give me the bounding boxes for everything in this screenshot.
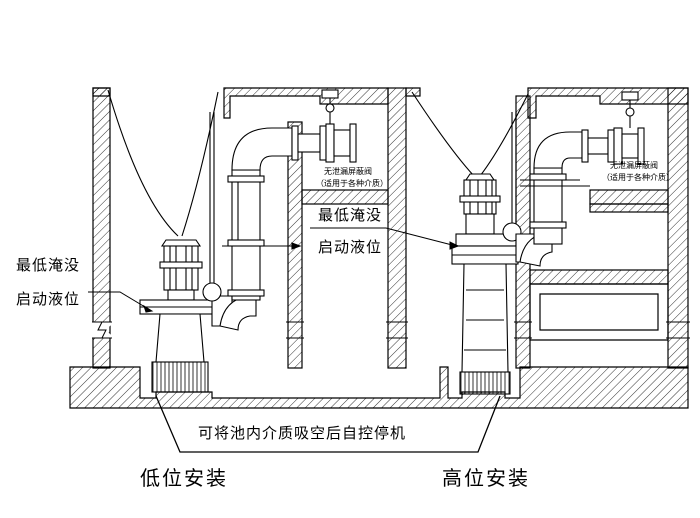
left-chain-a [107, 89, 179, 237]
right-valve-label-2: （适用于各种介质） [602, 173, 674, 182]
left-top-slab [92, 87, 389, 119]
bottom-note: 可将池内介质吸空后自控停机 [198, 424, 407, 442]
left-valve-label-2: （适用于各种介质） [316, 179, 388, 188]
break-marks [90, 321, 690, 339]
right-valve-floor-1 [589, 189, 669, 205]
caption-high-installation: 高位安装 [442, 466, 530, 490]
right-upper-slab [529, 269, 669, 285]
right-pump-assembly [411, 91, 645, 395]
right-mid-slab [589, 203, 669, 213]
bottom-callout-bracket [155, 395, 501, 453]
caption-low-installation: 低位安装 [140, 466, 228, 490]
center-wall [387, 87, 407, 369]
left-valve-floor [301, 189, 389, 205]
left-pump-assembly [107, 89, 357, 393]
right-chain-b [479, 93, 529, 177]
right-leaders [310, 227, 460, 250]
right-min-submergence-label: 最低淹没 [318, 206, 383, 224]
left-start-level-label: 启动液位 [16, 290, 81, 308]
left-chain-b [181, 91, 219, 237]
left-valve-label-1: 无泄漏屏蔽阀 [324, 167, 372, 176]
right-chain-a [411, 91, 475, 177]
left-min-submergence-label: 最低淹没 [16, 256, 81, 274]
right-outer-wall [667, 87, 689, 369]
right-start-level-label: 启动液位 [318, 238, 383, 256]
right-chamber-box [529, 283, 669, 341]
right-top-slab [405, 87, 689, 119]
left-leaders [88, 291, 154, 313]
right-valve-label-1: 无泄漏屏蔽阀 [610, 161, 658, 170]
